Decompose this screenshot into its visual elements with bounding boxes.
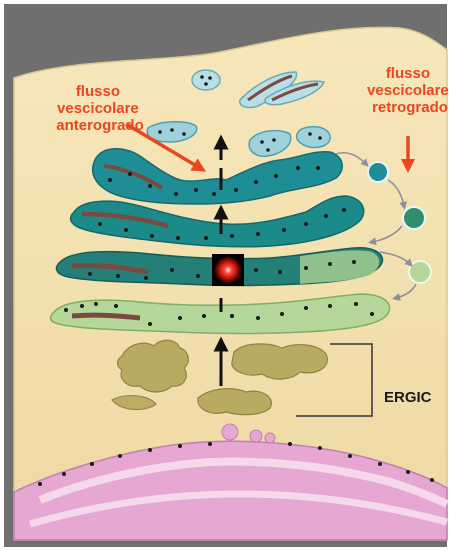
anterograde-label: flusso vescicolare anterogrado (56, 83, 144, 134)
trans-fragment-3 (295, 125, 331, 149)
retro-vesicle-3 (408, 260, 432, 284)
anterograde-pointer-arrow (125, 122, 207, 172)
ergic-cluster-left (116, 339, 189, 393)
medial-cisterna (69, 195, 365, 248)
ergic-cluster-bottom (197, 388, 272, 416)
ergic-label: ERGIC (384, 389, 432, 406)
retro-vesicle-1 (367, 161, 389, 183)
cis-cisterna (49, 293, 391, 335)
trans-cisterna (91, 148, 343, 205)
retrograde-label: flusso vescicolare retrogrado (367, 65, 449, 116)
ergic-cluster-right (231, 343, 328, 380)
top-vesicle (191, 69, 221, 91)
retro-vesicle-2 (402, 206, 426, 230)
trans-fragment-2 (248, 129, 292, 158)
ergic-bracket (296, 343, 373, 417)
er-lumen (38, 457, 449, 508)
